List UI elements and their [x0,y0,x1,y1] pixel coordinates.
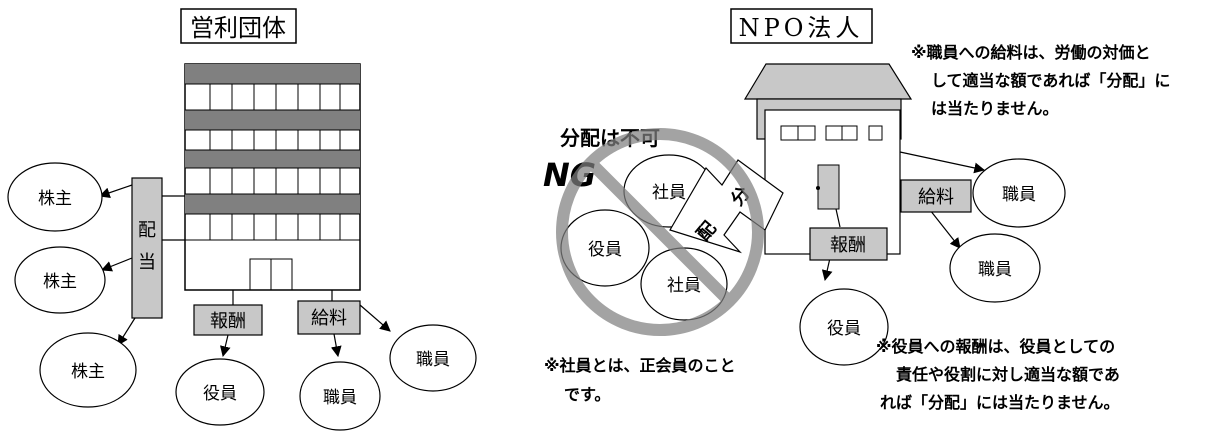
left-salary-label: 給料 [311,308,347,329]
left-remuneration-box: 報酬 [193,304,263,336]
right-title: NPO法人 [739,14,864,42]
member-3: 社員 [640,247,728,321]
right-officer-label: 役員 [827,319,861,339]
left-staff-1: 職員 [299,361,381,431]
dividend-label-2: 当 [138,252,156,273]
dividend-box: 配 当 [131,177,163,319]
note-staff-line-3: は当たりません。 [931,99,1059,118]
note-officer-line-2: 責任や役割に対し適当な額であ [896,365,1120,384]
shareholder-1-label: 株主 [38,189,72,209]
note-officer-line-3: れば「分配」には当たりません。 [880,393,1120,412]
shareholder-2-label: 株主 [43,272,77,292]
note-staff-salary: ※職員への給料は、労働の対価と して適当な額であれば「分配」に は当たりません。 [911,43,1170,118]
left-staff-2: 職員 [389,324,477,392]
left-officer: 役員 [175,358,265,426]
note-officer: ※役員への報酬は、役員としての 責任や役割に対し適当な額であ れば「分配」には当… [876,337,1120,412]
npo-house [743,63,913,255]
left-officer-label: 役員 [203,384,237,404]
left-pay-arrows [219,290,391,358]
member-2-label: 役員 [588,240,622,260]
right-staff-2-label: 職員 [978,260,1012,280]
shareholder-2: 株主 [14,246,106,314]
right-remuneration-box: 報酬 [809,227,888,261]
left-staff-1-label: 職員 [323,388,357,408]
left-salary-box: 給料 [297,300,361,335]
dividend-arrows [98,184,185,346]
left-title: 営利団体 [190,14,286,42]
shareholder-1: 株主 [7,162,103,232]
right-salary-label: 給料 [918,187,954,208]
note-members-line-2: です。 [564,385,610,404]
right-salary-box: 給料 [900,179,972,213]
note-staff-line-1: ※職員への給料は、労働の対価と [911,43,1151,62]
right-title-box: NPO法人 [730,8,873,44]
right-officer: 役員 [799,288,889,366]
member-1-label: 社員 [652,183,686,203]
shareholder-3-label: 株主 [71,362,105,382]
left-staff-2-label: 職員 [416,350,450,370]
note-members-line-1: ※社員とは、正会員のこと [544,356,736,375]
note-members: ※社員とは、正会員のこと です。 [544,356,736,404]
right-staff-2: 職員 [949,233,1041,303]
member-3-label: 社員 [667,276,701,296]
office-building [184,63,361,291]
right-staff-1: 職員 [972,158,1066,228]
left-remuneration-label: 報酬 [210,311,246,332]
note-staff-line-2: して適当な額であれば「分配」に [931,71,1170,90]
left-title-box: 営利団体 [180,8,297,44]
note-officer-line-1: ※役員への報酬は、役員としての [876,337,1115,356]
shareholder-3: 株主 [39,332,137,408]
dividend-label-1: 配 [138,220,156,241]
right-pay-arrows [821,151,986,282]
right-remuneration-label: 報酬 [830,235,866,256]
prohibition-icon [556,128,764,336]
right-staff-1-label: 職員 [1002,185,1036,205]
